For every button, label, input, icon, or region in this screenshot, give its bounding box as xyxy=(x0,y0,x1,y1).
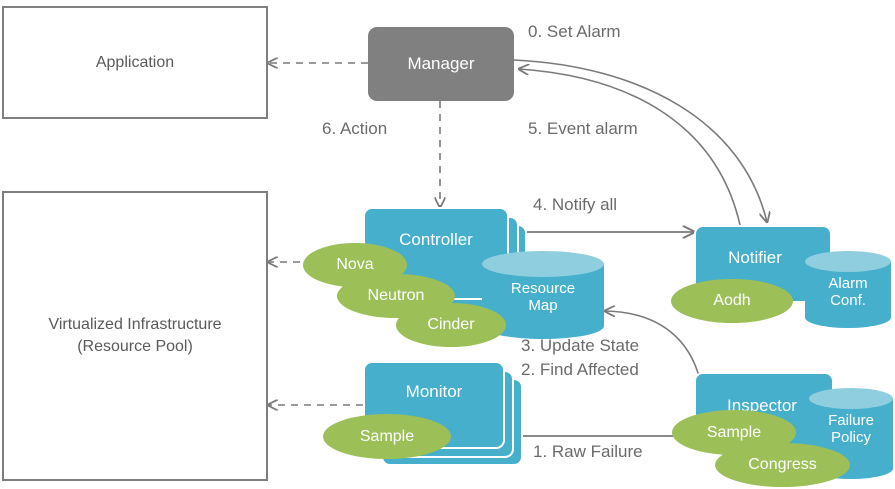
resource-map-store: Resource Map xyxy=(482,251,604,339)
resource-map-label-line2: Map xyxy=(528,297,558,315)
step-label-find-affected: 2. Find Affected xyxy=(521,360,639,379)
notifier-label: Notifier xyxy=(728,248,782,267)
manager-node: Manager xyxy=(368,27,514,101)
pill-neutron-label: Neutron xyxy=(367,287,425,304)
cylinder-top xyxy=(809,388,893,409)
pill-monitor-sample: Sample xyxy=(323,414,451,459)
pill-inspector-sample-label: Sample xyxy=(706,423,762,441)
pill-cinder-label: Cinder xyxy=(427,316,475,333)
alarm-conf-label-line1: Alarm xyxy=(828,275,868,292)
failure-policy-label-line1: Failure xyxy=(828,412,874,429)
failure-policy-label-line2: Policy xyxy=(830,429,871,447)
step-label-update-state: 3. Update State xyxy=(521,336,640,355)
pill-monitor-sample-label: Sample xyxy=(359,427,415,445)
application-label: Application xyxy=(95,53,175,71)
pill-cinder: Cinder xyxy=(396,303,506,347)
application-box: Application xyxy=(2,6,268,119)
step-label-event-alarm: 5. Event alarm xyxy=(528,119,638,138)
step-label-notify-all: 4. Notify all xyxy=(533,195,618,214)
alarm-conf-label-line2: Conf. xyxy=(830,292,866,310)
cylinder-top xyxy=(482,251,604,277)
manager-label: Manager xyxy=(407,54,475,73)
pill-congress-label: Congress xyxy=(748,456,817,473)
pill-congress: Congress xyxy=(715,443,850,487)
infrastructure-label-line2: (Resource Pool) xyxy=(77,338,193,355)
controller-label: Controller xyxy=(399,229,473,249)
pill-aodh: Aodh xyxy=(671,279,793,323)
pill-aodh-label: Aodh xyxy=(713,292,751,309)
step-label-set-alarm: 0. Set Alarm xyxy=(528,22,621,41)
resource-map-label-line1: Resource xyxy=(510,280,576,297)
cylinder-top xyxy=(805,251,891,272)
step-label-raw-failure: 1. Raw Failure xyxy=(533,442,643,461)
step-label-action: 6. Action xyxy=(322,119,388,138)
cylinder-bottom xyxy=(805,307,891,328)
alarm-conf-store: Alarm Conf. xyxy=(805,251,891,328)
monitor-label: Monitor xyxy=(405,382,463,401)
pill-nova-label: Nova xyxy=(336,256,374,273)
virtualized-infrastructure-box: Virtualized Infrastructure (Resource Poo… xyxy=(2,191,268,481)
infrastructure-label-line1: Virtualized Infrastructure xyxy=(48,316,222,334)
